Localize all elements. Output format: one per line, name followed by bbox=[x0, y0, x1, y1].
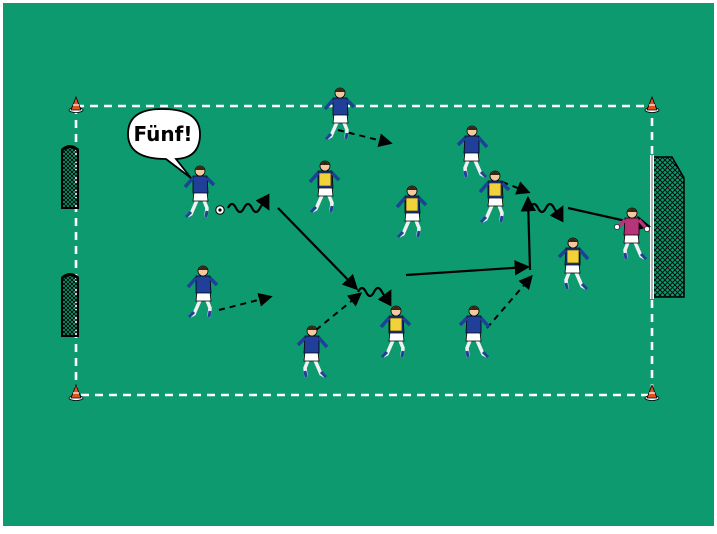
speech-bubble: Fünf! bbox=[127, 108, 201, 179]
player-icon bbox=[296, 325, 329, 379]
speech-bubble-text: Fünf! bbox=[134, 122, 193, 146]
player-icon bbox=[557, 237, 590, 291]
cone-icon bbox=[68, 95, 84, 113]
cone-icon bbox=[644, 95, 660, 113]
arrow-icon bbox=[218, 129, 533, 331]
player-icon bbox=[458, 305, 491, 359]
player-icon bbox=[308, 160, 341, 214]
player-icon bbox=[183, 165, 216, 219]
player-icon bbox=[379, 305, 412, 359]
goal-icon bbox=[61, 145, 79, 209]
player-icon bbox=[456, 125, 489, 179]
goal-icon bbox=[650, 155, 685, 299]
goal-icon bbox=[61, 273, 79, 337]
player-icon bbox=[614, 207, 650, 261]
ball-icon bbox=[215, 205, 225, 215]
cone-icon bbox=[644, 383, 660, 401]
cone-icon bbox=[68, 383, 84, 401]
player-icon bbox=[478, 170, 511, 224]
player-icon bbox=[395, 185, 428, 239]
player-icon bbox=[186, 265, 219, 319]
player-icon bbox=[323, 87, 356, 141]
pitch bbox=[3, 3, 714, 526]
arrow-icon bbox=[227, 193, 652, 307]
